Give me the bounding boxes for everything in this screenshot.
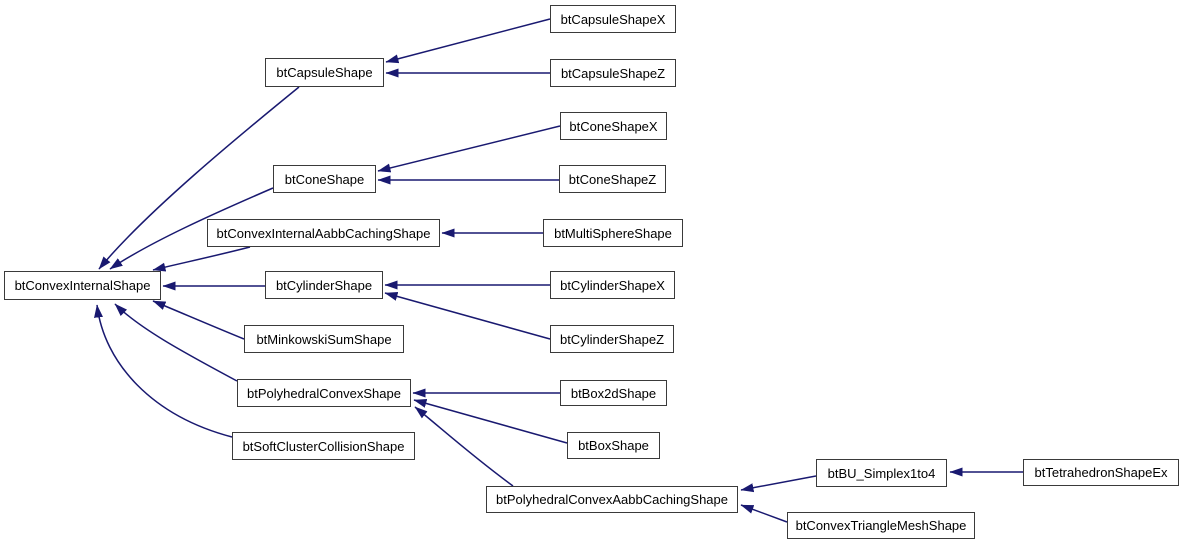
class-node-btSoftClusterCollisionShape[interactable]: btSoftClusterCollisionShape [232, 432, 415, 460]
class-node-btBoxShape[interactable]: btBoxShape [567, 432, 660, 459]
edge-btSoftClusterCollisionShape-to-btConvexInternalShape [94, 304, 233, 438]
class-node-btCapsuleShapeX[interactable]: btCapsuleShapeX [550, 5, 676, 33]
class-node-btConvexInternalAabbCachingShape[interactable]: btConvexInternalAabbCachingShape [207, 219, 440, 247]
class-node-btConeShapeZ[interactable]: btConeShapeZ [559, 165, 666, 193]
class-node-btMinkowskiSumShape[interactable]: btMinkowskiSumShape [244, 325, 404, 353]
class-node-btConvexInternalShape[interactable]: btConvexInternalShape [4, 271, 161, 300]
class-node-btTetrahedronShapeEx[interactable]: btTetrahedronShapeEx [1023, 459, 1179, 486]
class-node-btConvexTriangleMeshShape[interactable]: btConvexTriangleMeshShape [787, 512, 975, 539]
edge-btBoxShape-to-btPolyhedralConvexShape [413, 399, 568, 444]
edge-btConvexTriangleMeshShape-to-btPolyhedralConvexAabbCachingShape [740, 504, 788, 523]
edge-btPolyhedralConvexAabbCachingShape-to-btPolyhedralConvexShape [414, 406, 514, 487]
class-node-btConeShapeX[interactable]: btConeShapeX [560, 112, 667, 140]
edge-btConeShapeX-to-btConeShape [377, 125, 561, 173]
class-node-btMultiSphereShape[interactable]: btMultiSphereShape [543, 219, 683, 247]
edge-btMinkowskiSumShape-to-btConvexInternalShape [152, 300, 245, 340]
class-node-btPolyhedralConvexAabbCachingShape[interactable]: btPolyhedralConvexAabbCachingShape [486, 486, 738, 513]
class-node-btBU_Simplex1to4[interactable]: btBU_Simplex1to4 [816, 459, 947, 487]
class-node-btCylinderShapeZ[interactable]: btCylinderShapeZ [550, 325, 674, 353]
class-node-btCapsuleShape[interactable]: btCapsuleShape [265, 58, 384, 87]
edge-btPolyhedralConvexShape-to-btConvexInternalShape [114, 303, 238, 382]
class-node-btCylinderShape[interactable]: btCylinderShape [265, 271, 383, 299]
edge-btConvexInternalAabbCachingShape-to-btConvexInternalShape [152, 246, 251, 272]
edge-btBU_Simplex1to4-to-btPolyhedralConvexAabbCachingShape [740, 475, 817, 493]
class-node-btCapsuleShapeZ[interactable]: btCapsuleShapeZ [550, 59, 676, 87]
class-node-btCylinderShapeX[interactable]: btCylinderShapeX [550, 271, 675, 299]
class-node-btPolyhedralConvexShape[interactable]: btPolyhedralConvexShape [237, 379, 411, 407]
edge-btCylinderShapeZ-to-btCylinderShape [384, 292, 551, 340]
class-node-btBox2dShape[interactable]: btBox2dShape [560, 380, 667, 406]
edge-btCapsuleShapeX-to-btCapsuleShape [385, 18, 551, 64]
class-node-btConeShape[interactable]: btConeShape [273, 165, 376, 193]
